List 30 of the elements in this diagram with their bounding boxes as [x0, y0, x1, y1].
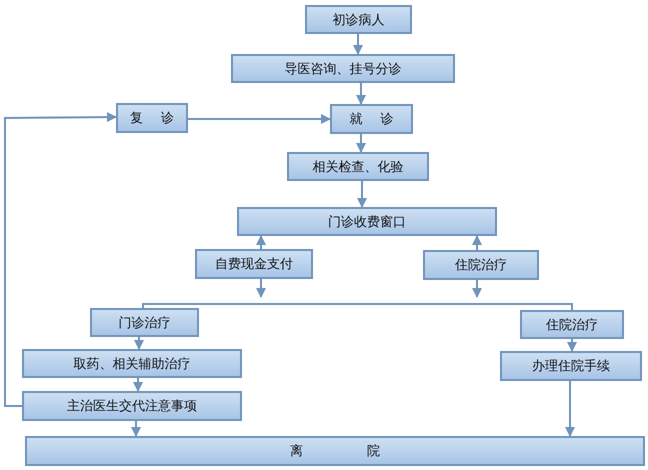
arrow [133, 378, 143, 392]
process-box: 门诊治疗 [90, 308, 199, 337]
process-box: 导医咨询、挂号分诊 [231, 54, 455, 83]
arrow [356, 83, 366, 105]
arrow [356, 134, 366, 153]
arrow [357, 181, 367, 208]
process-box: 办理住院手续 [500, 351, 642, 381]
arrow [188, 114, 331, 124]
arrow [472, 235, 482, 250]
process-box: 取药、相关辅助治疗 [22, 349, 242, 378]
process-box: 相关检查、化验 [287, 152, 429, 181]
process-box: 初诊病人 [305, 5, 412, 34]
arrow [4, 112, 117, 407]
process-box: 复 诊 [116, 103, 188, 133]
arrow [472, 280, 482, 298]
process-box: 门诊收费窗口 [237, 207, 497, 236]
connector-line [142, 303, 573, 310]
process-box: 住院治疗 [423, 250, 539, 280]
arrow [256, 279, 266, 298]
arrow [567, 339, 577, 352]
process-box: 自费现金支付 [195, 249, 313, 279]
arrow [131, 421, 141, 437]
process-box: 离 院 [25, 436, 645, 466]
arrow [565, 381, 575, 437]
arrow [353, 34, 363, 55]
process-box: 住院治疗 [520, 310, 624, 339]
process-box: 就 诊 [330, 104, 413, 134]
arrow [134, 337, 144, 350]
process-box: 主治医生交代注意事项 [22, 391, 242, 421]
arrow [256, 235, 266, 249]
